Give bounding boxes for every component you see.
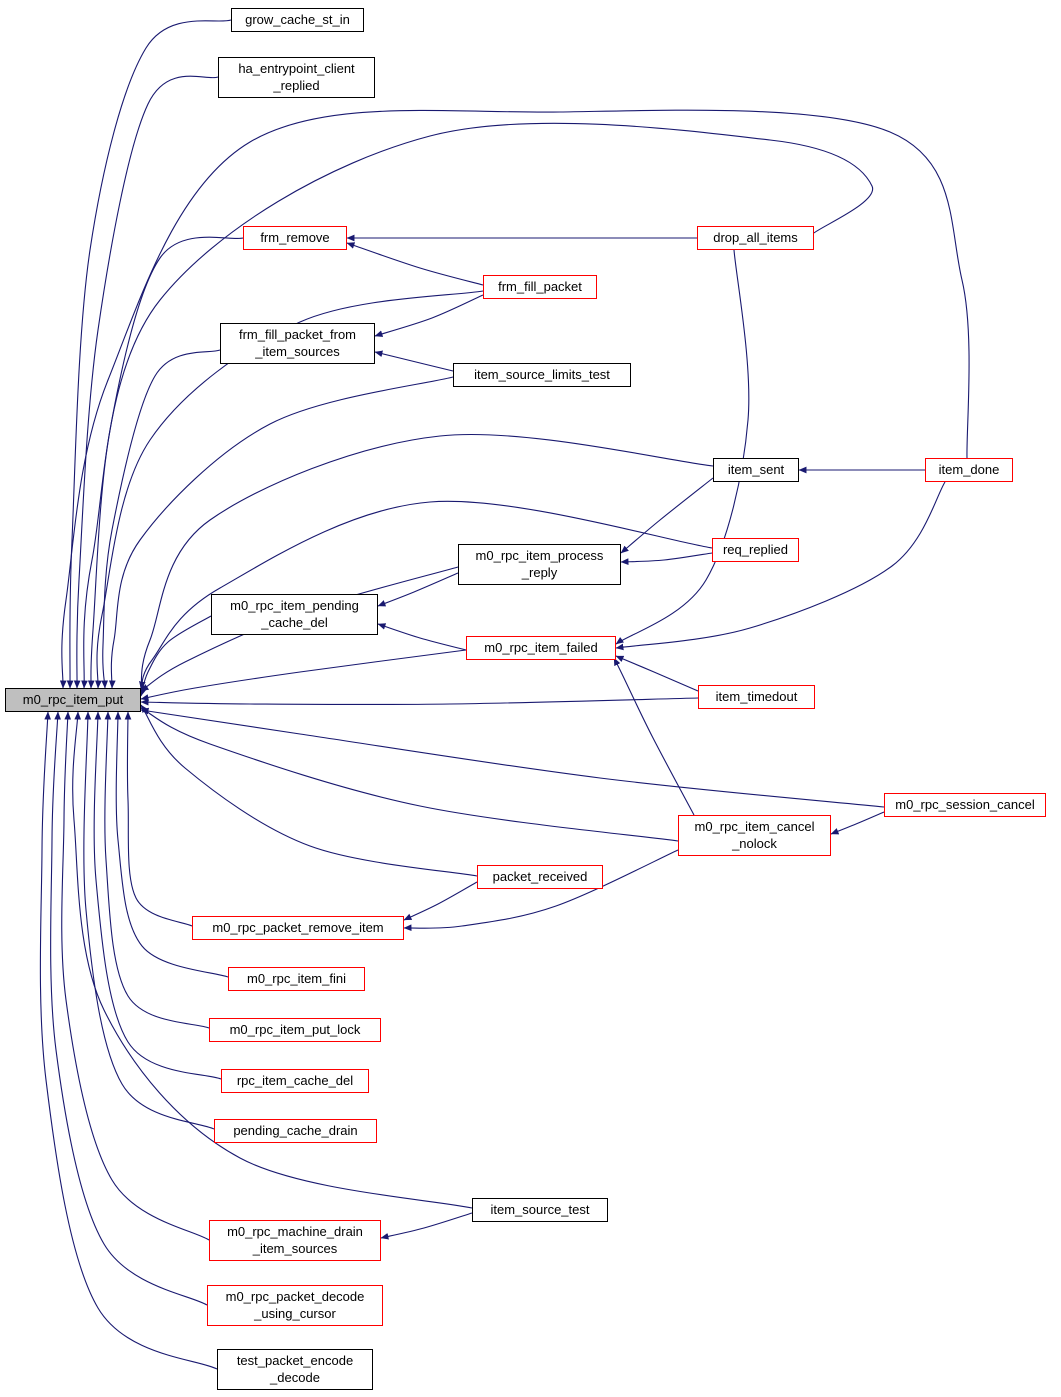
call-edge-item_done--m0_rpc_item_failed <box>615 481 946 651</box>
graph-node-req_replied[interactable]: req_replied <box>712 538 799 562</box>
call-edge-packet_received--m0_rpc_packet_remove_item <box>403 881 478 921</box>
graph-node-m0_rpc_item_failed[interactable]: m0_rpc_item_failed <box>466 636 616 660</box>
call-edge-item_source_test--m0_rpc_machine_drain_item_sources <box>380 1212 473 1240</box>
call-edge-m0_rpc_item_failed--m0_rpc_item_put <box>140 649 467 701</box>
call-edge-frm_fill_packet--frm_fill_packet_from_item_sources <box>374 294 484 337</box>
graph-node-m0_rpc_session_cancel[interactable]: m0_rpc_session_cancel <box>884 793 1046 817</box>
call-edge-m0_rpc_item_failed--m0_rpc_item_pending_cache_del <box>377 623 467 651</box>
call-edge-m0_rpc_item_put_lock--m0_rpc_item_put <box>104 711 210 1029</box>
call-edge-item_timedout--m0_rpc_item_put <box>140 697 699 706</box>
call-edge-frm_fill_packet--m0_rpc_item_put <box>95 290 484 689</box>
call-edge-frm_remove--m0_rpc_item_put <box>87 236 244 689</box>
call-edge-item_done--m0_rpc_item_put <box>59 109 970 689</box>
call-edge-item_source_limits_test--m0_rpc_item_put <box>108 376 454 689</box>
graph-node-item_source_test[interactable]: item_source_test <box>472 1198 608 1222</box>
call-edge-frm_fill_packet--frm_remove <box>346 242 484 286</box>
call-edge-packet_received--m0_rpc_item_put <box>140 704 478 877</box>
graph-node-packet_received[interactable]: packet_received <box>477 865 603 889</box>
call-edge-rpc_item_cache_del--m0_rpc_item_put <box>93 711 222 1080</box>
graph-node-frm_fill_packet[interactable]: frm_fill_packet <box>483 275 597 299</box>
call-edge-m0_rpc_item_fini--m0_rpc_item_put <box>114 711 229 978</box>
call-edge-ha_entrypoint_client_replied--m0_rpc_item_put <box>73 75 219 689</box>
call-edge-m0_rpc_packet_remove_item--m0_rpc_item_put <box>124 711 193 927</box>
call-edge-drop_all_items--m0_rpc_item_put <box>81 122 873 689</box>
call-edge-m0_rpc_session_cancel--m0_rpc_item_cancel_nolock <box>830 811 885 835</box>
call-edge-m0_rpc_packet_decode_using_cursor--m0_rpc_item_put <box>50 711 208 1306</box>
graph-node-ha_entrypoint_client_replied[interactable]: ha_entrypoint_client _replied <box>218 57 375 98</box>
graph-node-frm_fill_packet_from_item_sources[interactable]: frm_fill_packet_from _item_sources <box>220 323 375 364</box>
graph-node-item_timedout[interactable]: item_timedout <box>698 685 815 709</box>
call-edge-pending_cache_drain--m0_rpc_item_put <box>83 711 215 1130</box>
call-edge-drop_all_items--m0_rpc_item_failed <box>615 249 750 645</box>
graph-node-rpc_item_cache_del[interactable]: rpc_item_cache_del <box>221 1069 369 1093</box>
call-edge-m0_rpc_item_cancel_nolock--m0_rpc_item_put <box>140 707 679 842</box>
call-edge-m0_rpc_item_cancel_nolock--m0_rpc_item_failed <box>613 657 695 816</box>
call-edge-item_source_limits_test--frm_fill_packet_from_item_sources <box>374 350 454 372</box>
graph-node-pending_cache_drain[interactable]: pending_cache_drain <box>214 1119 377 1143</box>
graph-node-m0_rpc_item_cancel_nolock[interactable]: m0_rpc_item_cancel _nolock <box>678 815 831 856</box>
graph-node-frm_remove[interactable]: frm_remove <box>243 226 347 250</box>
graph-node-item_source_limits_test[interactable]: item_source_limits_test <box>453 363 631 387</box>
call-edge-m0_rpc_item_pending_cache_del--m0_rpc_item_put <box>139 615 212 697</box>
graph-node-m0_rpc_item_put_lock[interactable]: m0_rpc_item_put_lock <box>209 1018 381 1042</box>
call-edge-item_timedout--m0_rpc_item_failed <box>615 655 699 692</box>
call-edge-frm_fill_packet_from_item_sources--m0_rpc_item_put <box>101 349 221 689</box>
call-edge-req_replied--m0_rpc_item_process_reply <box>620 552 713 565</box>
call-edge-item_sent--m0_rpc_item_process_reply <box>620 477 714 554</box>
graph-node-m0_rpc_item_process_reply[interactable]: m0_rpc_item_process _reply <box>458 544 621 585</box>
call-edge-item_source_test--m0_rpc_item_put <box>72 711 473 1209</box>
graph-node-item_sent[interactable]: item_sent <box>713 458 799 482</box>
call-edge-m0_rpc_session_cancel--m0_rpc_item_put <box>140 707 885 808</box>
graph-node-m0_rpc_packet_remove_item[interactable]: m0_rpc_packet_remove_item <box>192 916 404 940</box>
graph-node-drop_all_items[interactable]: drop_all_items <box>697 226 814 250</box>
graph-node-m0_rpc_machine_drain_item_sources[interactable]: m0_rpc_machine_drain _item_sources <box>209 1220 381 1261</box>
graph-node-grow_cache_st_in[interactable]: grow_cache_st_in <box>231 8 364 32</box>
graph-node-m0_rpc_item_fini[interactable]: m0_rpc_item_fini <box>228 967 365 991</box>
call-edge-item_sent--m0_rpc_item_put <box>139 433 714 690</box>
call-edge-m0_rpc_item_process_reply--m0_rpc_item_pending_cache_del <box>377 572 459 607</box>
call-edge-test_packet_encode_decode--m0_rpc_item_put <box>39 711 218 1370</box>
call-edge-req_replied--m0_rpc_item_put <box>140 500 713 694</box>
graph-node-m0_rpc_item_pending_cache_del[interactable]: m0_rpc_item_pending _cache_del <box>211 594 378 635</box>
graph-node-item_done[interactable]: item_done <box>925 458 1013 482</box>
graph-node-m0_rpc_packet_decode_using_cursor[interactable]: m0_rpc_packet_decode _using_cursor <box>207 1285 383 1326</box>
call-edge-m0_rpc_item_cancel_nolock--m0_rpc_packet_remove_item <box>403 849 679 932</box>
graph-node-m0_rpc_item_put[interactable]: m0_rpc_item_put <box>5 688 141 712</box>
call-edge-grow_cache_st_in--m0_rpc_item_put <box>66 19 232 689</box>
call-edge-m0_rpc_machine_drain_item_sources--m0_rpc_item_put <box>61 711 210 1241</box>
graph-node-test_packet_encode_decode[interactable]: test_packet_encode _decode <box>217 1349 373 1390</box>
